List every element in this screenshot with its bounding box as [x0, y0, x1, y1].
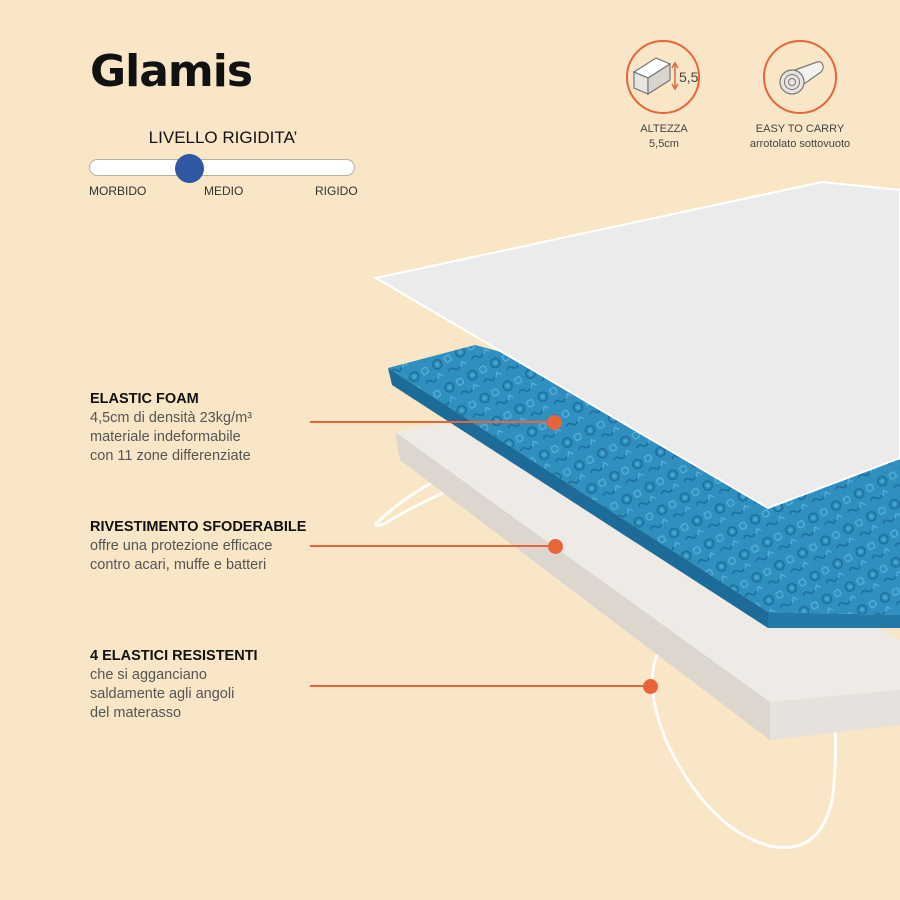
callout-removable-cover-line: offre una protezione efficace: [90, 538, 273, 554]
rolled-caption: EASY TO CARRY arrotolato sottovuoto: [735, 122, 865, 152]
cover-layer-side: [395, 432, 770, 740]
callout-elastic-foam: ELASTIC FOAM 4,5cm di densità 23kg/m³ ma…: [90, 390, 330, 466]
callout-removable-cover-line: contro acari, muffe e batteri: [90, 557, 267, 573]
callout-elastic-straps-line: saldamente agli angoli: [90, 686, 235, 702]
rigidity-slider-track: [89, 159, 355, 176]
callout-elastic-straps-dot: [643, 679, 658, 694]
elastic-strap-right: [650, 644, 838, 849]
callout-removable-cover-dot: [548, 539, 563, 554]
elastic-strap-left: [374, 476, 446, 528]
callout-elastic-foam-line: 4,5cm di densità 23kg/m³: [90, 410, 252, 426]
cover-layer-front: [770, 690, 900, 740]
height-icon-value: 5,5: [679, 69, 698, 85]
rigidity-label-medium: MEDIO: [204, 184, 244, 198]
product-title: Glamis: [90, 46, 253, 97]
callout-elastic-foam-title: ELASTIC FOAM: [90, 391, 199, 407]
callout-removable-cover-title: RIVESTIMENTO SFODERABILE: [90, 519, 307, 535]
foam-layer-side: [388, 368, 768, 628]
callout-elastic-foam-line: materiale indeformabile: [90, 429, 241, 445]
top-sheet: [373, 180, 900, 510]
height-caption-value: 5,5cm: [649, 138, 679, 150]
callout-elastic-straps: 4 ELASTICI RESISTENTI che si agganciano …: [90, 647, 330, 723]
rolled-caption-title: EASY TO CARRY: [755, 123, 845, 135]
rolled-mattress-icon: [763, 40, 837, 114]
rigidity-title: LIVELLO RIGIDITA’: [148, 128, 298, 147]
cover-layer-top: [395, 418, 900, 702]
callout-elastic-straps-line: che si agganciano: [90, 667, 207, 683]
callout-elastic-straps-pointer: [310, 685, 650, 687]
height-icon: 5,5: [626, 40, 700, 114]
callout-elastic-straps-line: del materasso: [90, 705, 182, 721]
callout-elastic-foam-pointer: [310, 421, 554, 423]
rolled-caption-subtitle: arrotolato sottovuoto: [749, 138, 851, 150]
foam-layer-top: [388, 345, 900, 615]
callout-elastic-straps-title: 4 ELASTICI RESISTENTI: [90, 648, 258, 664]
callout-removable-cover: RIVESTIMENTO SFODERABILE offre una prote…: [90, 518, 330, 575]
foam-layer-front: [768, 612, 900, 628]
height-caption: ALTEZZA 5,5cm: [612, 122, 716, 152]
rigidity-label-soft: MORBIDO: [89, 184, 147, 198]
rigidity-label-firm: RIGIDO: [315, 184, 358, 198]
height-caption-title: ALTEZZA: [640, 123, 688, 135]
callout-removable-cover-pointer: [310, 545, 554, 547]
callout-elastic-foam-line: con 11 zone differenziate: [90, 448, 251, 464]
callout-elastic-foam-dot: [547, 415, 562, 430]
rigidity-slider-knob: [174, 154, 204, 183]
